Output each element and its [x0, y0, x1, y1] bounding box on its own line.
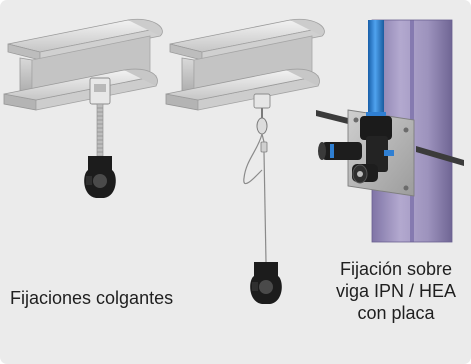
caption-beam-plate-fixation: Fijación sobre viga IPN / HEA con placa: [335, 259, 457, 323]
i-beam-left: [3, 18, 163, 198]
i-beam-middle: [165, 18, 325, 304]
column-fixation: [316, 19, 464, 243]
caption-hanging-fixations: Fijaciones colgantes: [10, 288, 174, 308]
